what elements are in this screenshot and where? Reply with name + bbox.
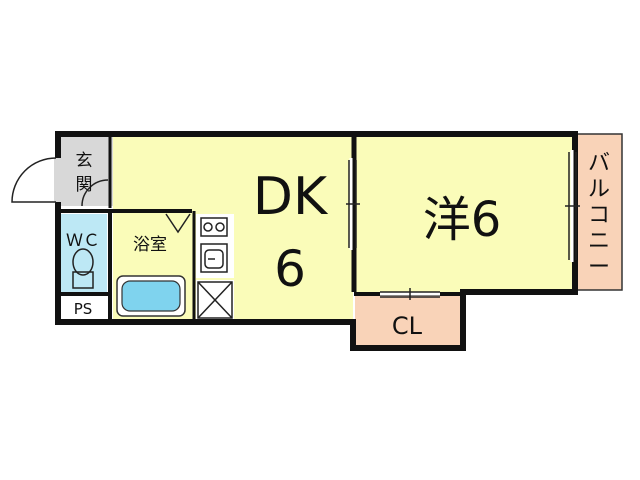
balcony-label-2: ル — [588, 177, 610, 202]
storage-cross-icon — [197, 281, 233, 319]
bath-label: 浴室 — [133, 235, 167, 255]
bathtub-icon — [116, 275, 186, 317]
entrance-label-bottom: 関 — [76, 175, 93, 195]
sliding-door-balcony — [565, 150, 580, 262]
balcony-label-5: ー — [588, 255, 610, 280]
balcony-label-4: ニ — [588, 229, 610, 254]
ps-floor — [58, 296, 107, 320]
western-room-label: 洋6 — [423, 192, 502, 248]
dk-size-label: 6 — [274, 240, 306, 298]
closet-door — [380, 288, 440, 300]
closet-label: CL — [392, 312, 423, 340]
bath-door-mark — [165, 213, 191, 234]
outer-wall — [55, 131, 578, 351]
entrance-label-top: 玄 — [76, 151, 93, 171]
ps-label: PS — [74, 300, 93, 318]
wc-door-swing — [81, 179, 109, 207]
sink-icon — [200, 243, 228, 273]
western-room-floor — [355, 134, 573, 292]
closet-floor — [355, 294, 461, 346]
balcony-label-1: バ — [588, 151, 610, 176]
entrance-door-swing — [11, 157, 57, 203]
dk-label: DK — [253, 167, 329, 227]
entrance-door-gap — [54, 158, 62, 202]
toilet-icon — [72, 248, 94, 289]
stove-icon — [200, 217, 228, 237]
sliding-door-dk-western — [346, 158, 360, 250]
balcony-label-3: コ — [588, 203, 610, 228]
balcony-floor — [575, 133, 623, 291]
wc-floor — [58, 214, 107, 292]
wc-label: ＷＣ — [66, 231, 100, 251]
